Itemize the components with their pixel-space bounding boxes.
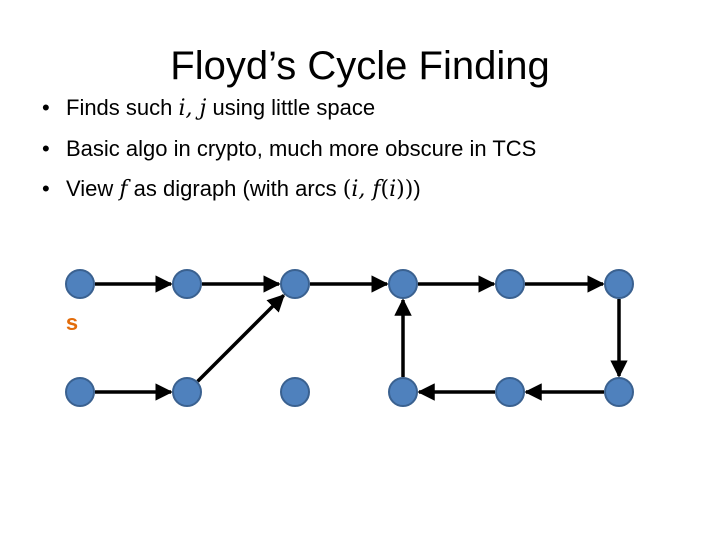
node-t1 xyxy=(65,269,95,299)
node-t2 xyxy=(172,269,202,299)
node-b2 xyxy=(172,377,202,407)
slide-title: Floyd’s Cycle Finding xyxy=(170,44,550,88)
node-b3 xyxy=(280,377,310,407)
node-t3 xyxy=(280,269,310,299)
node-t6 xyxy=(604,269,634,299)
node-b4 xyxy=(388,377,418,407)
node-b5 xyxy=(495,377,525,407)
node-b6 xyxy=(604,377,634,407)
node-t4 xyxy=(388,269,418,299)
bullet-item-3: • View f as digraph (with arcs (i, f(i))… xyxy=(42,169,536,210)
math-f: f xyxy=(119,177,128,202)
node-b1 xyxy=(65,377,95,407)
bullet-dot-icon: • xyxy=(42,95,50,120)
bullet-dot-icon: • xyxy=(42,136,50,161)
bullet-list: • Finds such i, j using little space • B… xyxy=(42,88,536,210)
bullet-dot-icon: • xyxy=(42,176,50,201)
node-group xyxy=(65,269,634,407)
math-ij: i, j xyxy=(178,96,207,121)
bullet-item-1: • Finds such i, j using little space xyxy=(42,88,536,129)
node-t5 xyxy=(495,269,525,299)
start-node-label: s xyxy=(66,310,78,335)
bullet-item-2: • Basic algo in crypto, much more obscur… xyxy=(42,129,536,169)
edge-b2-t3 xyxy=(196,294,285,383)
edge-group xyxy=(95,275,628,401)
